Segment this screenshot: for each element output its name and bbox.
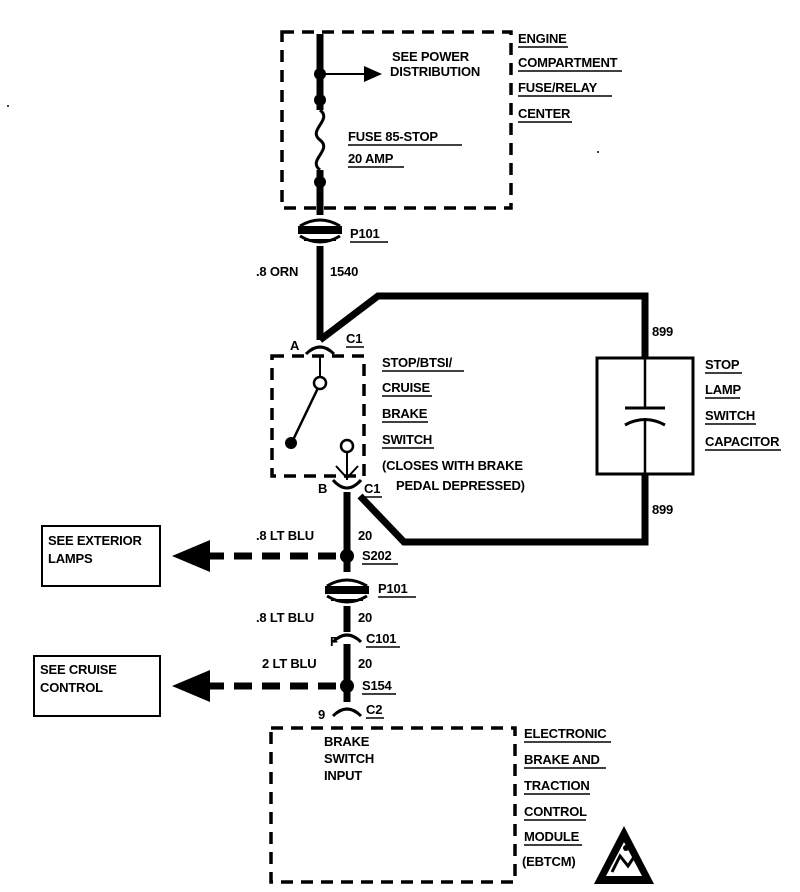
blu3-circuit: 20: [358, 656, 372, 671]
orn-wire-circuit: 1540: [330, 264, 358, 279]
fuse-terminal-dot: [314, 94, 326, 106]
c1-terminal-b: [331, 478, 363, 490]
capacitor-label-4: CAPACITOR: [705, 434, 780, 449]
exterior-ref-1: SEE EXTERIOR: [48, 533, 142, 548]
arrow-right-icon: [364, 66, 382, 82]
svg-text:DISTRIBUTION: DISTRIBUTION: [390, 64, 480, 79]
esd-warning-icon: [594, 826, 654, 884]
switch-label-2: CRUISE: [382, 380, 430, 395]
fuse-name: FUSE 85-STOP: [348, 129, 438, 144]
arrow-left-icon: [172, 670, 210, 702]
cap-top-circuit: 899: [652, 324, 673, 339]
capacitor-symbol: [624, 358, 666, 474]
c101-terminal: [331, 633, 363, 644]
module-label-5: MODULE: [524, 829, 580, 844]
blu1-circuit: 20: [358, 528, 372, 543]
arrow-left-icon: [172, 540, 210, 572]
fuse-relay-center-box: [280, 30, 513, 210]
module-label-4: CONTROL: [524, 804, 587, 819]
wire-899-top: [317, 292, 649, 358]
cruise-ref-2: CONTROL: [40, 680, 103, 695]
orn-wire-color: .8 ORN: [256, 264, 298, 279]
see-exterior-lamps-box: [41, 525, 161, 587]
fuse-center-label-2: COMPARTMENT: [518, 55, 618, 70]
module-input-1: BRAKE: [324, 734, 370, 749]
pin-b-label: B: [318, 481, 327, 496]
cruise-ref-1: SEE CRUISE: [40, 662, 117, 677]
see-power-line2: DISTRIBUTION: [390, 64, 480, 79]
brake-switch-contacts: [285, 356, 359, 480]
pin-9-label: 9: [318, 707, 325, 722]
s154-label: S154: [362, 678, 393, 693]
module-input-2: SWITCH: [324, 751, 374, 766]
capacitor-label-3: SWITCH: [705, 408, 755, 423]
speck: [597, 151, 599, 153]
blu3-color: 2 LT BLU: [262, 656, 317, 671]
pin-a-label: A: [290, 338, 300, 353]
fuse-center-label-1: ENGINE: [518, 31, 567, 46]
see-cruise-control-box: [33, 655, 161, 717]
module-input-3: INPUT: [324, 768, 362, 783]
p101-connector-top: [298, 218, 342, 244]
fuse-85-symbol: [314, 108, 326, 172]
capacitor-label-1: STOP: [705, 357, 740, 372]
exterior-ref-2: LAMPS: [48, 551, 93, 566]
p101-top-label: P101: [350, 226, 380, 241]
capacitor-label-2: LAMP: [705, 382, 742, 397]
splice-s202-dot: [340, 549, 354, 563]
blu1-color: .8 LT BLU: [256, 528, 314, 543]
module-label-6: (EBTCM): [522, 854, 575, 869]
c1-top-label: C1: [346, 331, 362, 346]
fuse-center-label-4: CENTER: [518, 106, 571, 121]
c2-label: C2: [366, 702, 382, 717]
blu2-color: .8 LT BLU: [256, 610, 314, 625]
p101-bottom-label: P101: [378, 581, 408, 596]
module-label-2: BRAKE AND: [524, 752, 600, 767]
c1-terminal-a: [304, 345, 336, 356]
switch-label-3: BRAKE: [382, 406, 428, 421]
c2-terminal: [331, 707, 363, 718]
svg-text:SEE POWER: SEE POWER: [392, 49, 470, 64]
splice-s154-dot: [340, 679, 354, 693]
module-label-1: ELECTRONIC: [524, 726, 607, 741]
cap-bottom-circuit: 899: [652, 502, 673, 517]
switch-note-2: PEDAL DEPRESSED): [396, 478, 525, 493]
module-label-3: TRACTION: [524, 778, 590, 793]
fuse-terminal-dot: [314, 176, 326, 188]
fuse-center-label-3: FUSE/RELAY: [518, 80, 598, 95]
s202-label: S202: [362, 548, 392, 563]
wire-899-bottom: [357, 474, 649, 546]
see-power-line1: SEE POWER: [392, 49, 470, 64]
fuse-rating: 20 AMP: [348, 151, 394, 166]
p101-connector-bottom: [325, 578, 369, 604]
ebtcm-module-box: [269, 726, 517, 884]
switch-label-4: SWITCH: [382, 432, 432, 447]
switch-note-1: (CLOSES WITH BRAKE: [382, 458, 523, 473]
pin-f-label: F: [330, 634, 338, 649]
brake-switch-box: [270, 354, 366, 478]
switch-label-1: STOP/BTSI/: [382, 355, 453, 370]
speck: [7, 105, 9, 107]
c1-bottom-label: C1: [364, 481, 380, 496]
c101-label: C101: [366, 631, 396, 646]
blu2-circuit: 20: [358, 610, 372, 625]
